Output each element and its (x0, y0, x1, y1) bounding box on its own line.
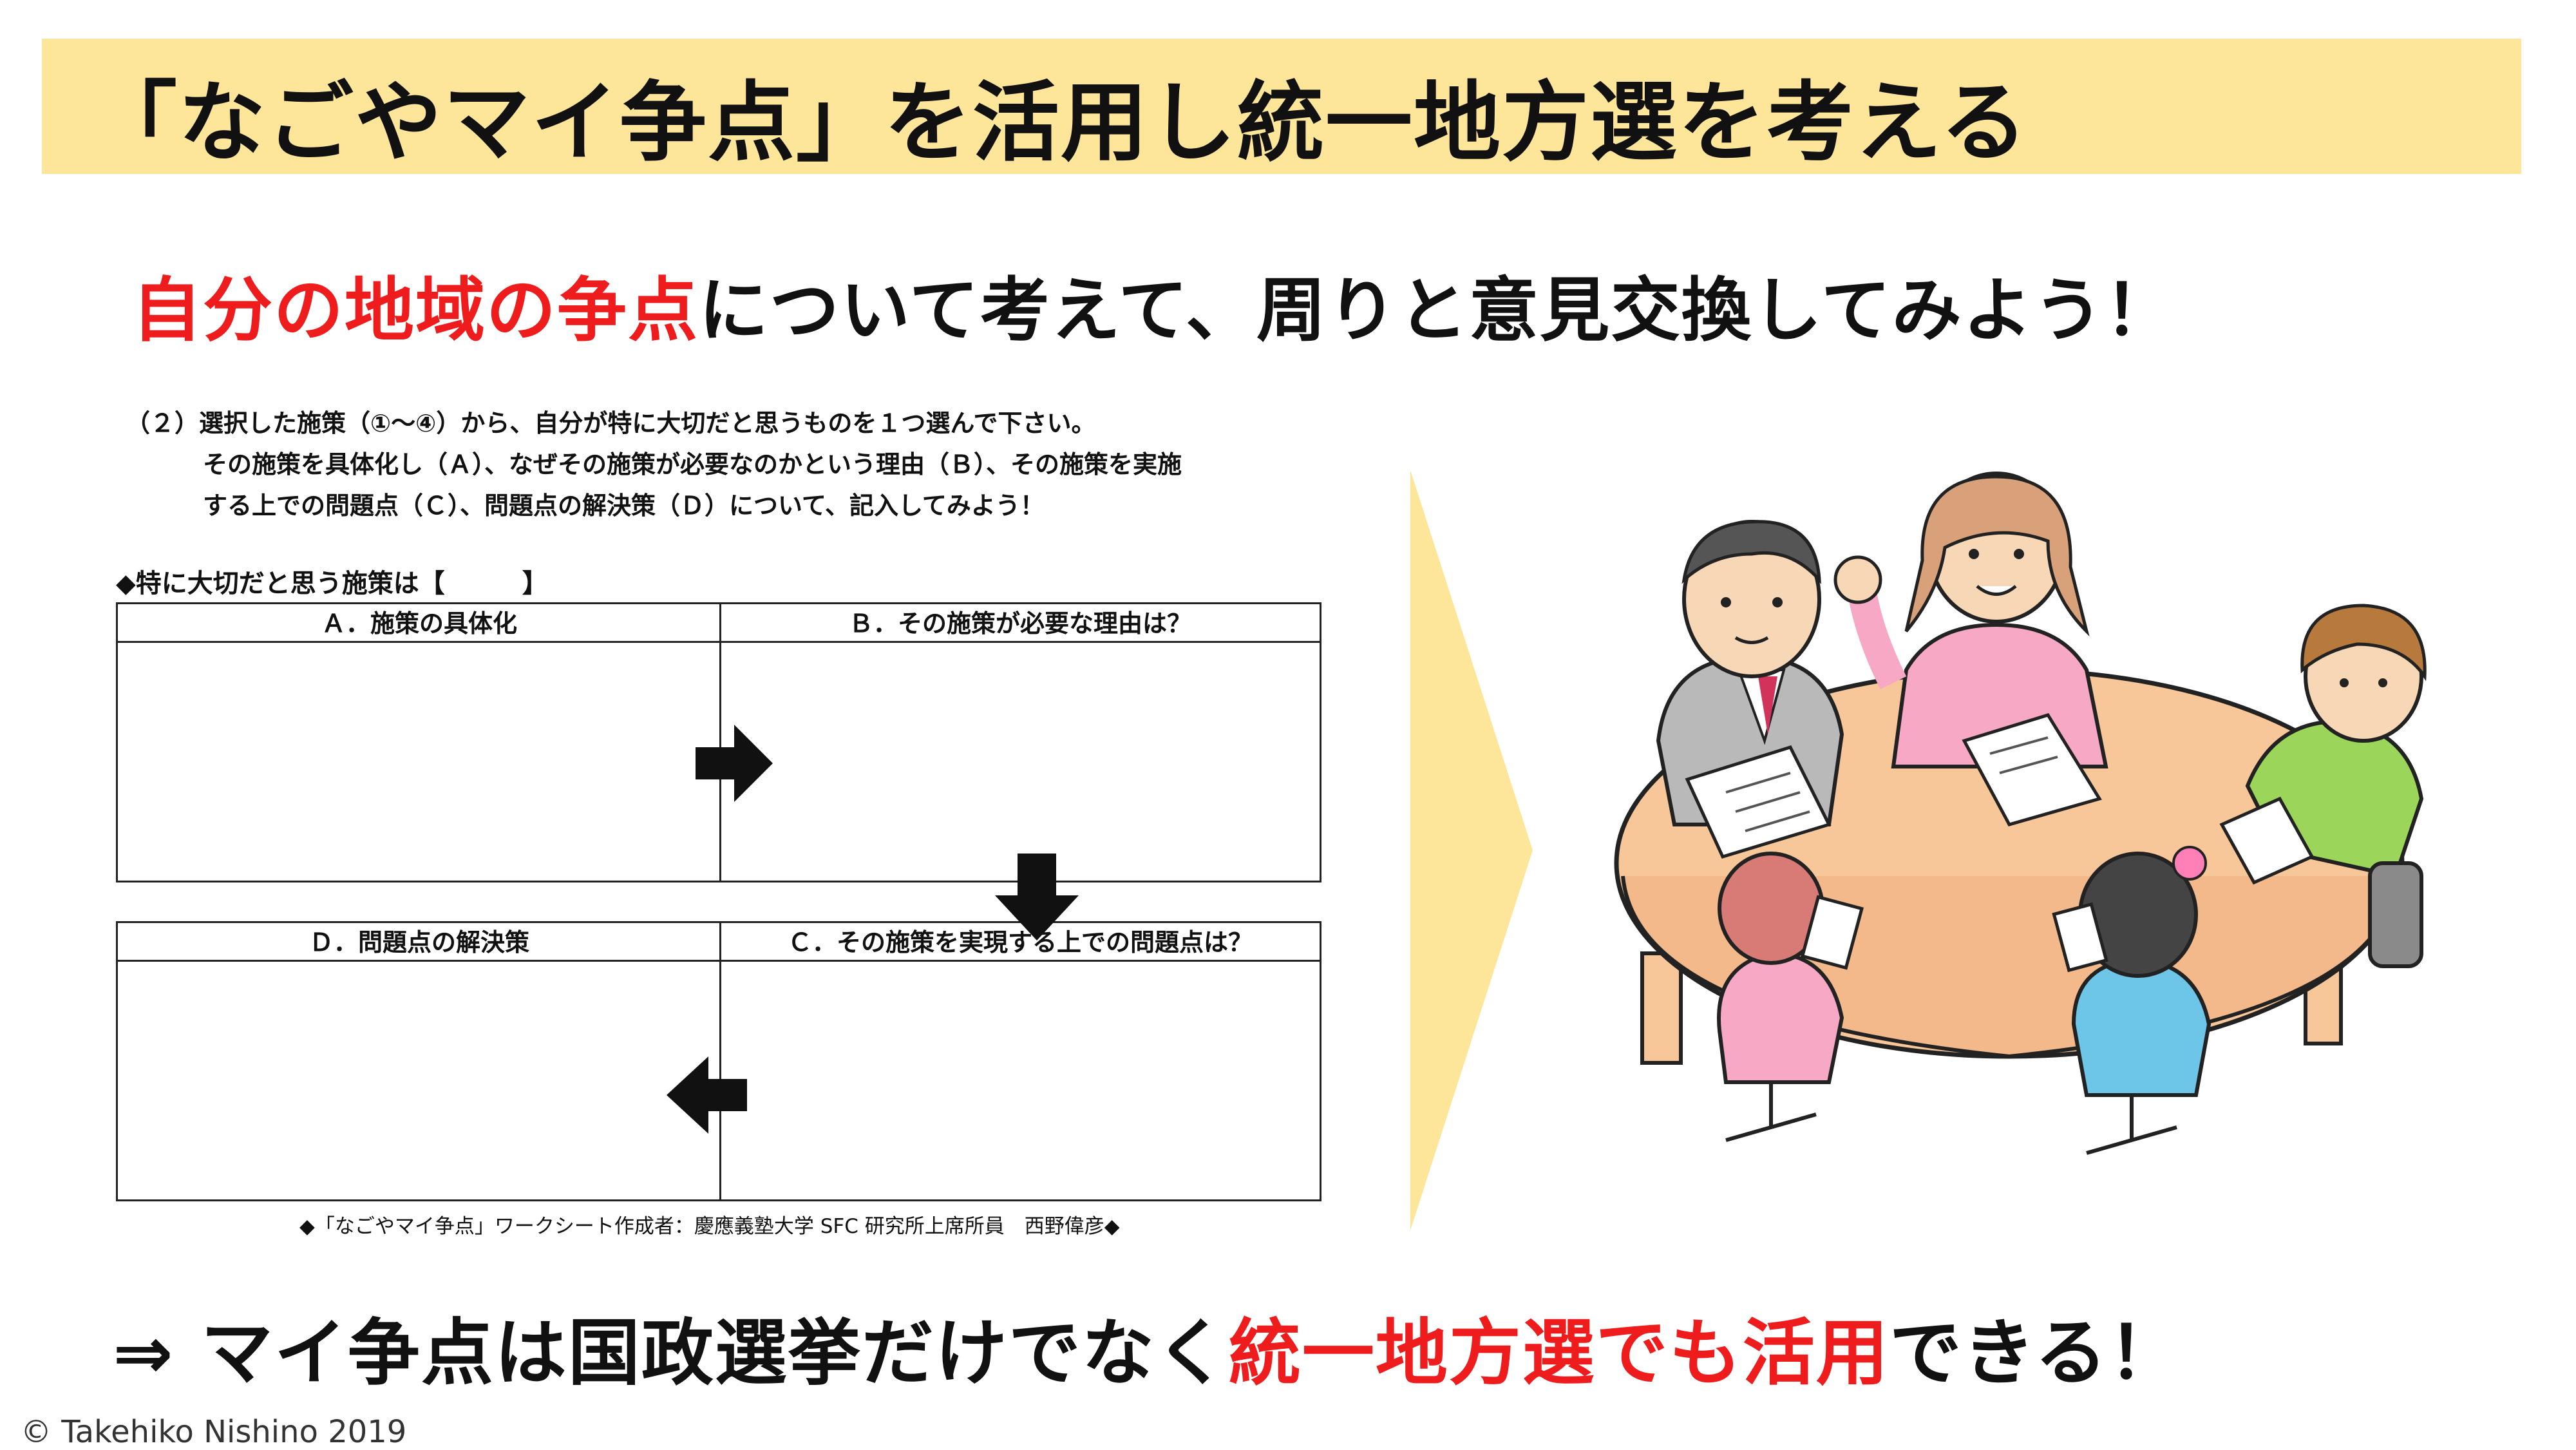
woman-in-pink (1833, 472, 2108, 826)
box-c-header: Ｃ．その施策を実現する上での問題点は？ (721, 923, 1320, 962)
worksheet-grid-bottom: Ｄ．問題点の解決策 Ｃ．その施策を実現する上での問題点は？ (116, 921, 1321, 1201)
bottom-highlight: 統一地方選でも活用 (1228, 1312, 1889, 1395)
arrow-right-icon (696, 725, 773, 802)
instruction-line-2: その施策を具体化し（Ａ）、なぜその施策が必要なのかという理由（Ｂ）、その施策を実… (203, 450, 1182, 479)
box-d-header: Ｄ．問題点の解決策 (118, 923, 721, 962)
worksheet-grid-top: Ａ．施策の具体化 Ｂ．その施策が必要な理由は？ (116, 602, 1321, 882)
man-in-suit (1656, 520, 1844, 859)
grid-divider (719, 604, 721, 881)
box-a-header: Ａ．施策の具体化 (118, 604, 721, 643)
meeting-illustration (1614, 472, 2427, 1155)
title-band (42, 39, 2521, 174)
grid-divider (719, 923, 721, 1199)
arrow-left-icon (667, 1056, 747, 1134)
instruction-line-3: する上での問題点（Ｃ）、問題点の解決策（Ｄ）について、記入してみよう！ (203, 491, 1045, 520)
arrow-down-icon (995, 854, 1079, 940)
subtitle-highlight: 自分の地域の争点 (132, 271, 699, 351)
girl-front-right (2052, 846, 2211, 1097)
slide-title: 「なごやマイ争点」を活用し統一地方選を考える (90, 72, 2029, 173)
bottom-suffix: できる！ (1889, 1312, 2182, 1395)
boy-in-green (2219, 604, 2427, 885)
bottom-message: ⇒ マイ争点は国政選挙だけでなく統一地方選でも活用できる！ (113, 1295, 2182, 1399)
important-policy-label: ◆特に大切だと思う施策は【 】 (116, 569, 548, 598)
bottom-prefix: ⇒ マイ争点は国政選挙だけでなく (113, 1312, 1229, 1395)
girl-front-left (1717, 852, 1864, 1084)
chevron-arrow-icon (1410, 470, 1533, 1230)
slide-subtitle: 自分の地域の争点について考えて、周りと意見交換してみよう！ (132, 254, 2175, 355)
copyright: © Takehiko Nishino 2019 (21, 1414, 407, 1450)
instruction-line-1: （２）選択した施策（①〜④）から、自分が特に大切だと思うものを１つ選んで下さい。 (126, 409, 1096, 437)
worksheet-instructions: （２）選択した施策（①〜④）から、自分が特に大切だと思うものを１つ選んで下さい。… (126, 403, 1182, 526)
worksheet-footer: ◆「なごやマイ争点」ワークシート作成者：慶應義塾大学 SFC 研究所上席所員 西… (299, 1215, 1120, 1238)
box-b-header: Ｂ．その施策が必要な理由は？ (721, 604, 1320, 643)
subtitle-rest: について考えて、周りと意見交換してみよう！ (699, 271, 2175, 351)
